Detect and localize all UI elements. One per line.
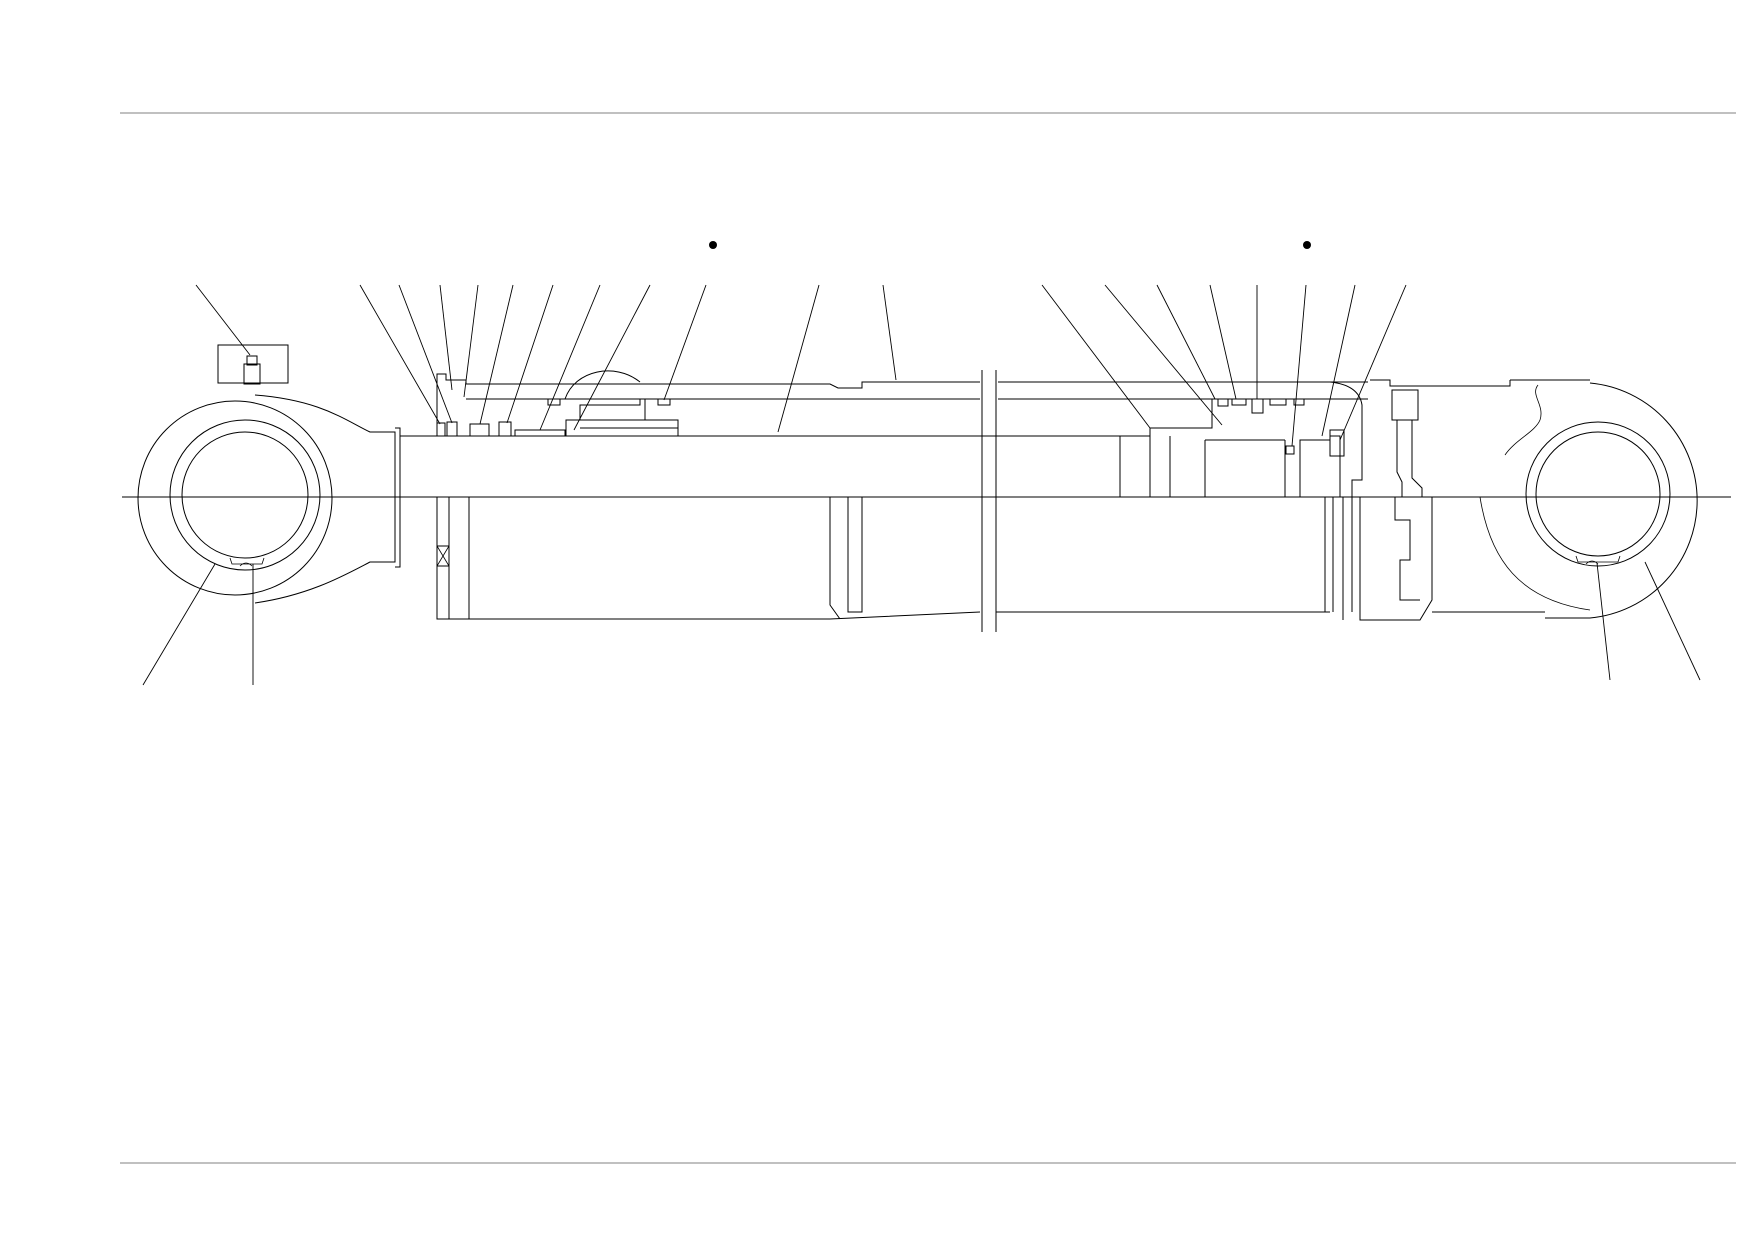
- leader-piston-ring-1: [1156, 284, 1216, 400]
- leader-piston-nut-oring: [1291, 284, 1307, 447]
- seal-groove-2: [469, 423, 490, 437]
- piston-profile: [1119, 398, 1330, 497]
- bottom-eye-break-curve: [1504, 384, 1542, 456]
- gland-boss: [564, 370, 641, 400]
- leader-wiper-ring: [359, 284, 441, 425]
- wiper-ring: [436, 422, 446, 437]
- piston-nut: [1299, 435, 1341, 497]
- leader-bottom-eye-outer: [1644, 561, 1701, 681]
- grease-nipple-body: [243, 363, 261, 385]
- gland-upper-profile: [436, 373, 980, 436]
- rod-head-assembly: [400, 370, 1368, 620]
- leader-lock-ring: [1339, 284, 1407, 441]
- rod-eye-bore-outer: [169, 419, 321, 571]
- grease-nipple-guard: [217, 344, 289, 384]
- piston-nut-oring: [1285, 445, 1295, 455]
- bottom-eye-outer: [1545, 382, 1698, 619]
- bottom-eye-lower-arc: [1479, 496, 1591, 611]
- grease-nipple-tip: [246, 355, 258, 366]
- bottom-lower-fitting: [1394, 497, 1420, 601]
- seal-groove-4: [514, 429, 566, 437]
- leader-gland: [573, 284, 651, 431]
- piston-seal-groove-3: [1269, 398, 1287, 406]
- bottom-upper-profile: [1329, 381, 1363, 497]
- bottom-eye-bushing-slot: [1575, 555, 1621, 565]
- head-lock-nut-cross-2: [436, 545, 450, 567]
- leader-piston-seal: [1104, 284, 1223, 426]
- leader-bushing: [539, 284, 601, 431]
- leader-lines: [142, 284, 1701, 686]
- leader-grease-nipple: [195, 284, 251, 356]
- rod-end-eye: [137, 344, 401, 604]
- bottom-lower-block: [1351, 497, 1433, 621]
- tube-break-marks: [981, 370, 997, 632]
- leader-rod-eye-outer: [142, 563, 216, 686]
- marker-dot-left: [709, 241, 717, 249]
- leader-seal-1: [398, 284, 453, 424]
- leader-cylinder-tube: [882, 284, 897, 381]
- rod-eye-bore-inner: [181, 431, 309, 559]
- bottom-eye-bore-outer: [1525, 421, 1671, 567]
- piston-seal-groove-1: [1217, 398, 1229, 407]
- seal-groove-3: [498, 421, 512, 437]
- bottom-port-channel: [1396, 420, 1423, 497]
- leader-head-oring: [663, 284, 707, 401]
- rod-eye-outer-circle: [137, 400, 333, 596]
- leader-seal-3: [463, 284, 479, 398]
- rod-eye-bushing-slot: [229, 557, 265, 567]
- tube-lower-taper: [829, 497, 981, 620]
- leader-seal-4: [479, 284, 514, 425]
- seal-groove-1: [446, 421, 458, 437]
- piston-wear-ring: [1251, 398, 1264, 414]
- leader-piston-nut: [1321, 284, 1356, 437]
- leader-piston-rod: [777, 284, 820, 433]
- piston-seal-groove-4: [1293, 398, 1305, 406]
- bottom-eye: [1479, 382, 1698, 619]
- oring-groove-top-1: [547, 398, 561, 406]
- bottom-port-fitting: [1391, 389, 1419, 421]
- bottom-eye-bore-inner: [1535, 431, 1661, 557]
- head-lock-nut: [436, 545, 450, 567]
- piston-assembly: [1119, 398, 1345, 620]
- piston-seal-groove-2: [1231, 398, 1247, 406]
- leader-piston: [1041, 284, 1151, 429]
- leader-piston-ring-2: [1209, 284, 1237, 400]
- piston-lock-ring: [1329, 429, 1345, 457]
- marker-dot-right: [1303, 241, 1311, 249]
- leader-seal-5: [506, 284, 554, 424]
- rod-eye-lug: [395, 427, 401, 568]
- leader-bottom-eye-bushing: [1596, 562, 1611, 681]
- cylinder-bottom-end: [1329, 379, 1590, 621]
- rod-eye-neck: [254, 394, 396, 604]
- bottom-port-block: [1370, 379, 1511, 387]
- leader-seal-2: [439, 284, 453, 391]
